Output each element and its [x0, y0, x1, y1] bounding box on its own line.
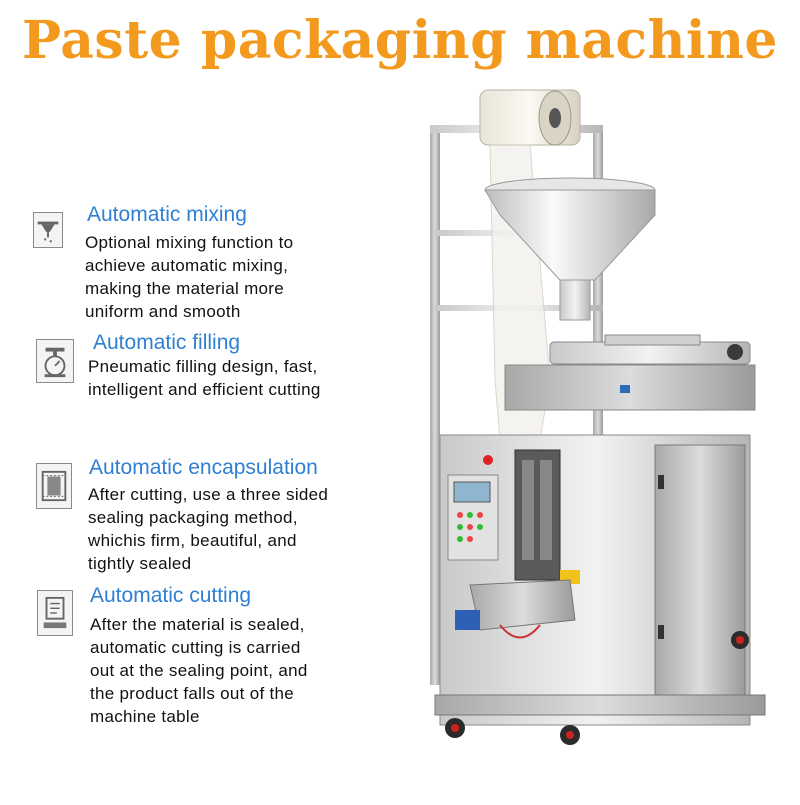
feature-title: Automatic encapsulation: [89, 456, 318, 479]
feature-title: Automatic mixing: [87, 203, 247, 226]
page-title: Paste packaging machine: [21, 10, 779, 71]
feature-description: Pneumatic filling design, fast, intellig…: [88, 357, 321, 399]
feature-description: After cutting, use a three sided sealing…: [88, 485, 329, 573]
machine-image: [410, 80, 800, 800]
feature-title: Automatic filling: [93, 331, 241, 354]
feature-description: Optional mixing function to achieve auto…: [85, 233, 294, 321]
feature-description: After the material is sealed, automatic …: [90, 615, 308, 726]
film-sealing-icon: [36, 463, 72, 509]
weighing-scale-icon: [36, 339, 74, 383]
mixing-funnel-icon: [33, 212, 63, 248]
cutting-receipt-icon: [37, 590, 73, 636]
feature-title: Automatic cutting: [90, 584, 252, 607]
